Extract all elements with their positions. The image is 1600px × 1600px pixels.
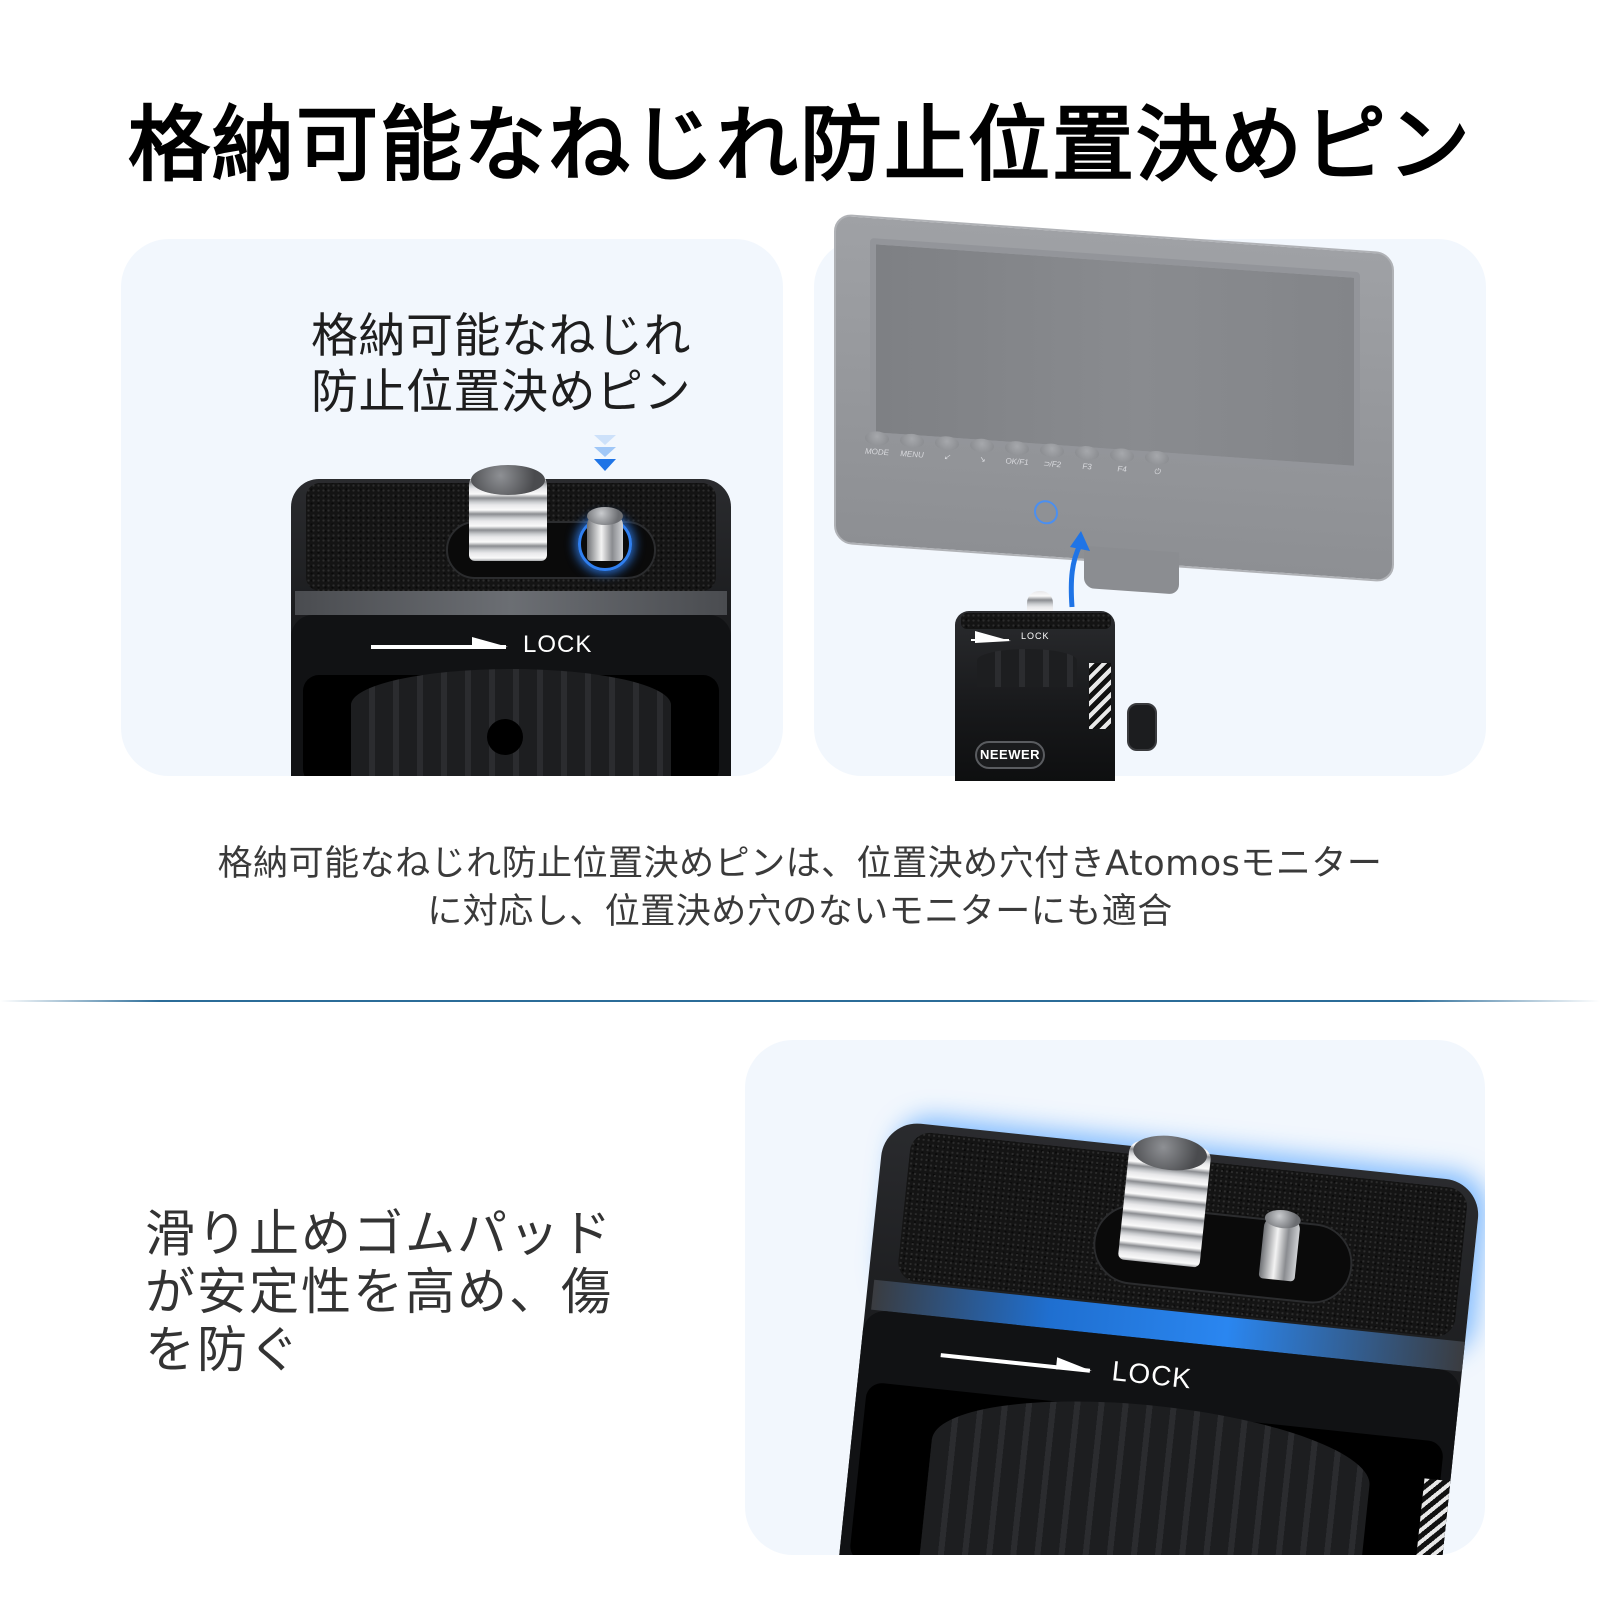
monitor-button-menu: MENU [899, 433, 925, 461]
power-icon: ⏻ [1153, 466, 1161, 477]
monitor-button-left: ↙ [934, 435, 960, 463]
monitor-button-mode: MODE [864, 430, 890, 459]
rubber-pad-label-line-3: を防ぐ [145, 1321, 301, 1379]
striped-grip [1089, 663, 1111, 729]
press-down-chevron-icon [590, 435, 620, 471]
lock-arrow-icon [371, 637, 508, 649]
monitor-button-f3: F3 [1074, 445, 1100, 473]
pin-card-label: 格納可能なねじれ 防止位置決めピン [311, 309, 691, 421]
lock-label: LOCK [523, 631, 593, 658]
brand-badge: NEEWER [975, 741, 1045, 769]
rubber-pad-label-line-1: 滑り止めゴムパッド [145, 1205, 613, 1263]
page-title: 格納可能なねじれ防止位置決めピン [127, 98, 1472, 193]
description-line-1: 格納可能なねじれ防止位置決めピンは、位置決め穴付きAtomosモニター [217, 844, 1383, 884]
monitor-button-f2: ⊃/F2 [1039, 442, 1065, 471]
description-line-2: に対応し、位置決め穴のないモニターにも適合 [427, 892, 1173, 932]
pin-closeup-card: 格納可能なねじれ 防止位置決めピン LOCK [121, 239, 783, 776]
rubber-pad-label-line-2: が安定性を高め、傷 [145, 1263, 613, 1321]
monitor-button-right: ↘ [969, 437, 995, 466]
mini-lock-label: LOCK [1021, 631, 1050, 641]
section-divider [0, 1000, 1600, 1002]
rubber-pad-card: LOCK [745, 1040, 1485, 1555]
pin-card-label-line-2: 防止位置決めピン [311, 365, 691, 420]
monitor-button-power: ⏻ [1144, 450, 1170, 478]
pin-card-label-line-1: 格納可能なねじれ [311, 309, 691, 364]
mount-angled-view: LOCK [839, 1120, 1482, 1555]
mount-top-view: LOCK [291, 435, 731, 776]
feature-description: 格納可能なねじれ防止位置決めピンは、位置決め穴付きAtomosモニター に対応し… [0, 840, 1600, 936]
mount-up-arrow-icon [1068, 531, 1090, 608]
lock-lever [1127, 703, 1157, 751]
monitor-button-f4: F4 [1109, 447, 1135, 476]
rubber-pad-feature-label: 滑り止めゴムパッド が安定性を高め、傷 を防ぐ [145, 1205, 613, 1379]
mini-mount-illustration: LOCK NEEWER [949, 591, 1189, 781]
monitor-mounting-card: MODE MENU ↙ ↘ OK/F1 ⊃/F2 F3 F4 ⏻ LOCK NE… [814, 213, 1486, 781]
monitor-illustration: MODE MENU ↙ ↘ OK/F1 ⊃/F2 F3 F4 ⏻ [834, 213, 1394, 595]
monitor-button-ok-f1: OK/F1 [1004, 440, 1030, 468]
